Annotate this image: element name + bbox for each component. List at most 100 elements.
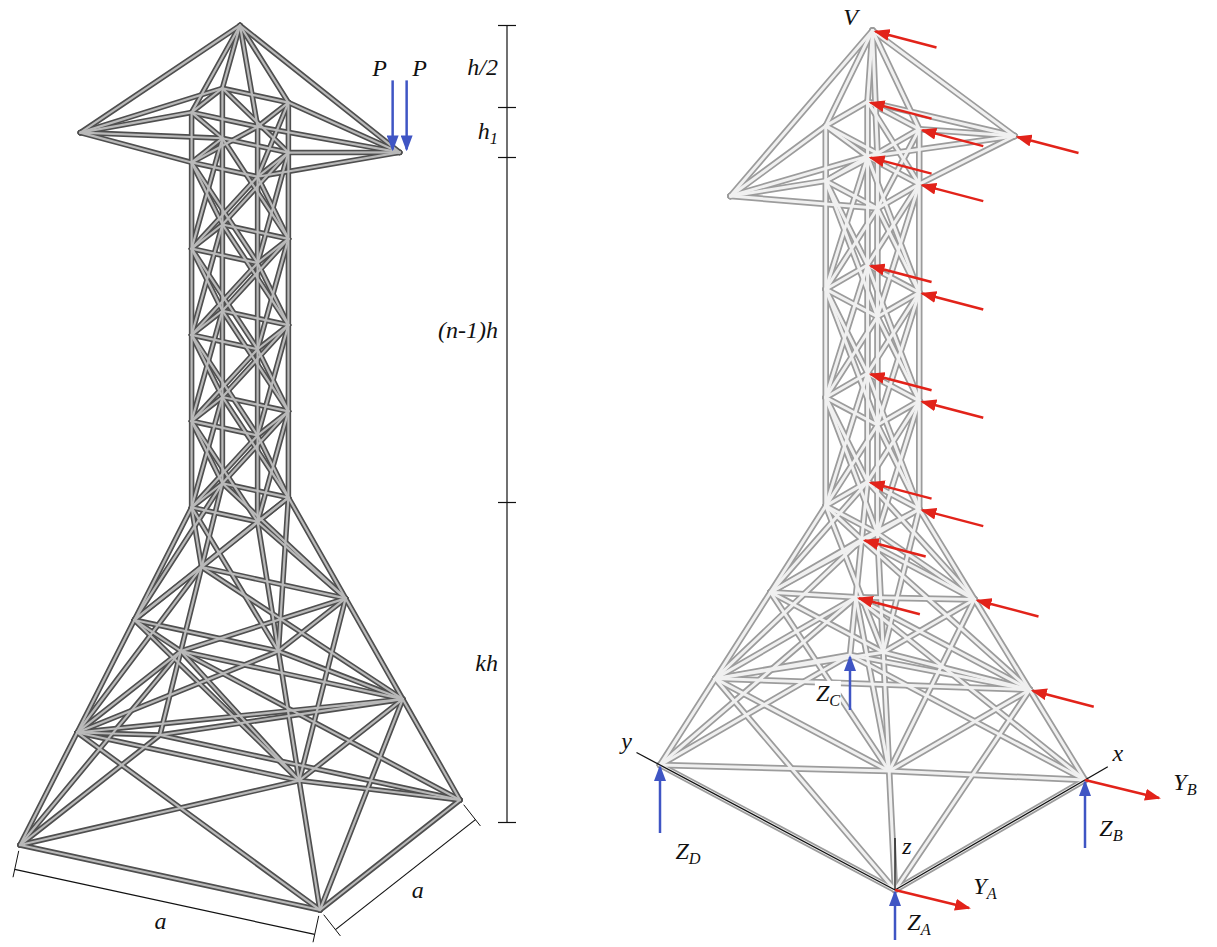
reaction-arrow xyxy=(1085,780,1159,798)
truss-member-highlight xyxy=(192,507,258,521)
wind-load-arrow xyxy=(871,158,932,174)
truss-member xyxy=(288,498,345,599)
truss-member xyxy=(715,679,889,772)
truss-member-highlight xyxy=(192,112,258,126)
truss-member-highlight xyxy=(771,533,878,592)
truss-member-highlight xyxy=(918,184,921,292)
truss-member-highlight xyxy=(824,398,827,506)
truss-member-highlight xyxy=(731,153,878,196)
truss-member xyxy=(134,620,278,651)
truss-member xyxy=(916,292,923,400)
truss-member-highlight xyxy=(826,398,878,534)
truss-member xyxy=(826,265,868,398)
wind-load-arrow xyxy=(871,266,932,282)
diagram-label: h1 xyxy=(477,118,499,146)
truss-member-highlight xyxy=(240,26,400,153)
truss-member-highlight xyxy=(258,103,289,177)
wind-load-arrow xyxy=(859,598,920,614)
truss-member-highlight xyxy=(77,699,403,732)
reaction-arrow xyxy=(849,657,852,710)
truss-member-highlight xyxy=(731,31,873,197)
truss-member-highlight xyxy=(862,539,1030,689)
truss-member-highlight xyxy=(191,335,193,421)
truss-member xyxy=(286,239,292,325)
truss-member-highlight xyxy=(877,292,919,425)
truss-member-highlight xyxy=(160,699,403,735)
wind-load-arrow xyxy=(871,483,932,499)
diagram-label: y xyxy=(620,729,633,753)
reaction-arrow xyxy=(1084,782,1087,848)
truss-member-highlight xyxy=(868,184,920,265)
truss-member xyxy=(286,153,292,239)
wind-load-arrow xyxy=(1018,137,1079,153)
truss-member-highlight xyxy=(873,31,878,154)
truss-member-highlight xyxy=(771,592,856,597)
truss-member xyxy=(258,177,289,239)
truss-member-highlight xyxy=(731,126,826,196)
reaction-arrow xyxy=(895,890,969,908)
truss-member-highlight xyxy=(868,292,920,373)
truss-member-highlight xyxy=(134,483,222,620)
diagram-label: YB xyxy=(1172,770,1197,798)
diagram-label: h/2 xyxy=(466,55,499,79)
truss-member-highlight xyxy=(299,781,320,910)
label-subscript: B xyxy=(1187,780,1197,799)
truss-member-highlight xyxy=(288,498,345,599)
truss-member xyxy=(258,152,400,176)
truss-member xyxy=(278,498,288,652)
truss-member-highlight xyxy=(192,421,258,522)
truss-member xyxy=(889,771,1085,780)
truss-member xyxy=(877,184,919,317)
truss-member-highlight xyxy=(877,533,883,652)
diagram-label: a xyxy=(411,878,425,902)
dimension-tick xyxy=(498,157,516,158)
truss-member-highlight xyxy=(77,732,320,910)
truss-member-highlight xyxy=(134,620,278,651)
truss-member-highlight xyxy=(222,225,288,239)
wind-load-arrow xyxy=(922,130,983,146)
truss-member-highlight xyxy=(288,151,399,153)
label-subscript: D xyxy=(689,849,701,868)
label-main: Z xyxy=(816,680,829,706)
truss-member-highlight xyxy=(191,162,193,248)
truss-member-highlight xyxy=(889,771,895,890)
truss-member-highlight xyxy=(222,397,288,411)
truss-member-highlight xyxy=(240,26,288,103)
diagram-label: ZD xyxy=(674,839,701,867)
label-subscript: A xyxy=(987,884,997,903)
dimension-line xyxy=(335,820,475,930)
extension-line xyxy=(324,915,341,936)
truss-member-highlight xyxy=(866,265,869,373)
truss-member-highlight xyxy=(222,239,288,311)
dimension-tick xyxy=(498,107,516,108)
truss-member-highlight xyxy=(876,425,879,533)
truss-member xyxy=(771,533,878,592)
diagram-label: P xyxy=(371,56,388,80)
truss-member xyxy=(916,184,923,292)
truss-member-highlight xyxy=(876,317,879,425)
wind-load-arrow xyxy=(871,103,932,119)
truss-member xyxy=(80,26,240,133)
truss-member-highlight xyxy=(20,732,77,845)
truss-member-highlight xyxy=(826,373,868,506)
truss-member-highlight xyxy=(826,126,878,154)
truss-member xyxy=(258,349,289,411)
truss-member-highlight xyxy=(850,597,856,655)
truss-member-highlight xyxy=(715,679,1030,690)
truss-member-highlight xyxy=(288,103,399,153)
extension-line xyxy=(13,851,19,877)
truss-member-highlight xyxy=(222,88,288,102)
wind-load-arrow xyxy=(876,32,937,48)
truss-member-highlight xyxy=(80,133,222,139)
truss-member-highlight xyxy=(192,127,258,163)
truss-member-highlight xyxy=(192,335,258,349)
truss-member xyxy=(826,373,868,506)
truss-member-highlight xyxy=(918,129,921,184)
truss-member xyxy=(889,771,895,890)
truss-member-highlight xyxy=(824,126,827,181)
truss-member-highlight xyxy=(660,765,889,771)
truss-member xyxy=(823,126,830,181)
truss-member xyxy=(189,335,195,421)
truss-member-highlight xyxy=(918,292,921,400)
label-main: Z xyxy=(675,838,688,864)
